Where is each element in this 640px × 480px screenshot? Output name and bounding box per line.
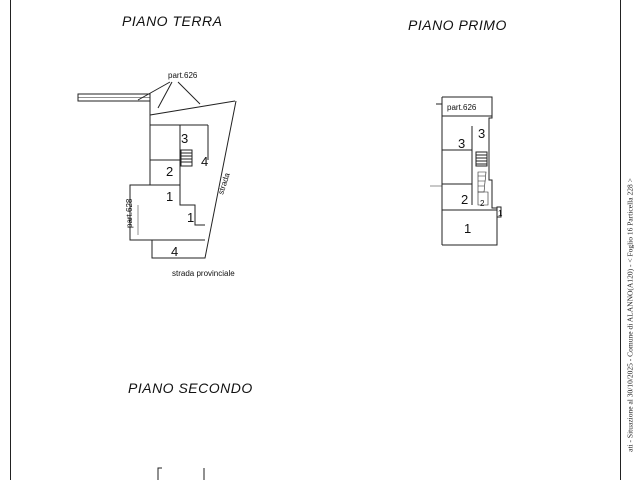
ground-room-number: 4 xyxy=(201,154,208,169)
first-room-number: 2 xyxy=(480,199,485,208)
page-border-left xyxy=(10,0,11,480)
first-room-number: 2 xyxy=(461,192,468,207)
first-parcel-label: part.626 xyxy=(447,103,477,112)
page-border-right xyxy=(620,0,621,480)
first-room-number: 1 xyxy=(498,209,503,218)
first-floor-title: PIANO PRIMO xyxy=(408,17,507,33)
ground-parcel-left-label: part.628 xyxy=(125,198,134,228)
second-floor-title: PIANO SECONDO xyxy=(128,380,253,396)
ground-room-number: 1 xyxy=(166,189,173,204)
road-label: strada provinciale xyxy=(172,269,235,278)
document-info-sidebar: ati - Situazione al 30/10/2025 - Comune … xyxy=(623,150,637,480)
ground-parcel-top-label: part.626 xyxy=(168,71,198,80)
ground-room-number: 1 xyxy=(187,210,194,225)
first-room-number: 3 xyxy=(458,136,465,151)
first-room-number: 1 xyxy=(464,221,471,236)
ground-room-number: 4 xyxy=(171,244,178,259)
first-room-number: 3 xyxy=(478,126,485,141)
document-info-text: ati - Situazione al 30/10/2025 - Comune … xyxy=(625,178,635,452)
ground-room-number: 3 xyxy=(181,131,188,146)
ground-room-number: 2 xyxy=(166,164,173,179)
ground-floor-title: PIANO TERRA xyxy=(122,13,223,29)
